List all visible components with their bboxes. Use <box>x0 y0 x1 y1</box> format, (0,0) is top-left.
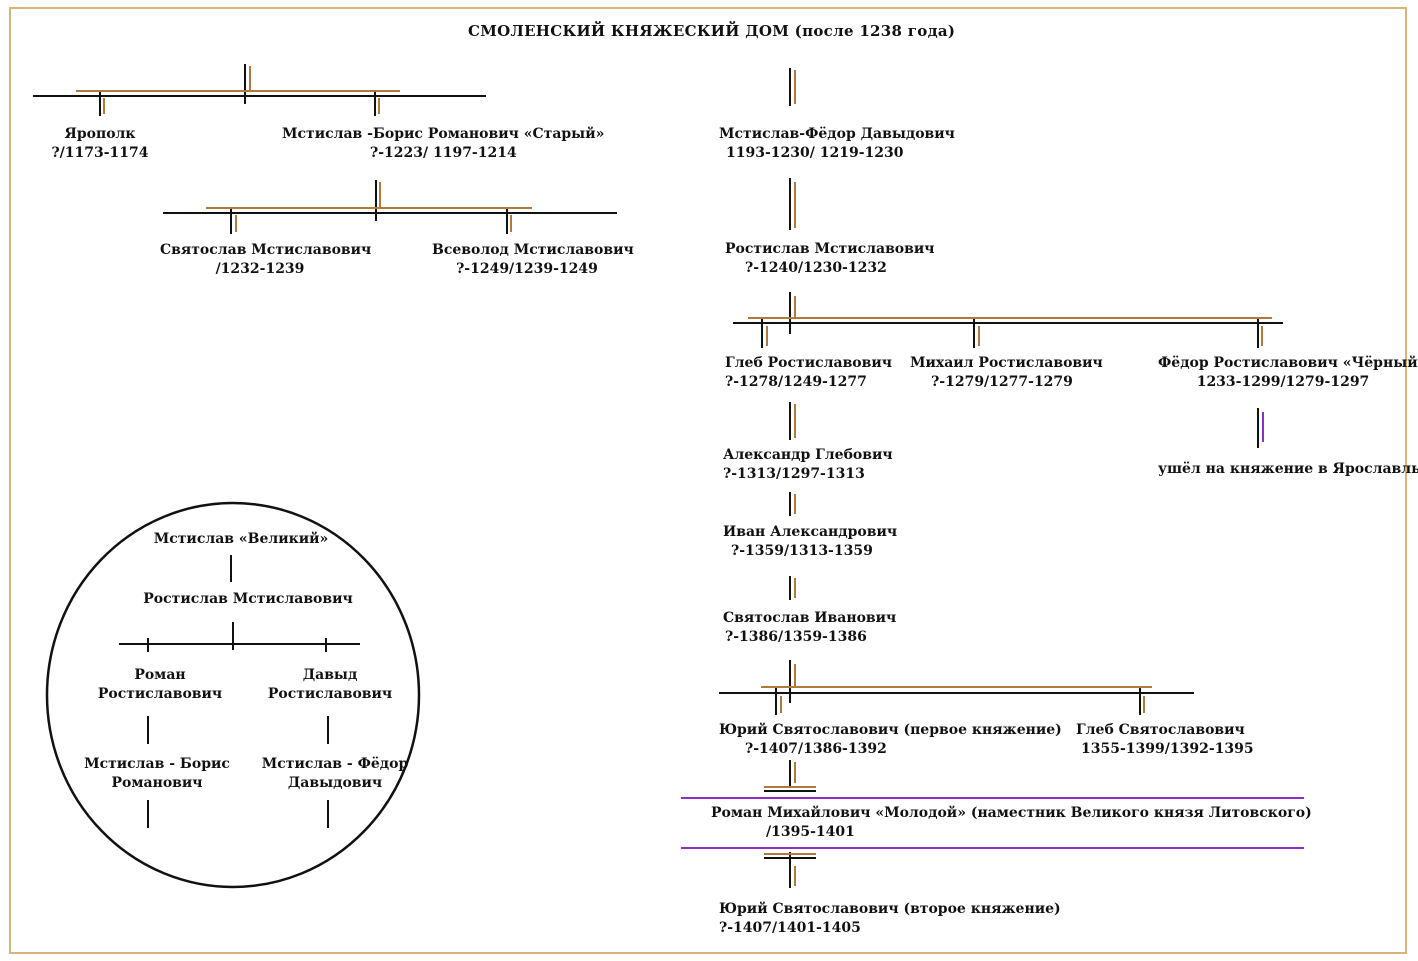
circle-david-line2: Ростиславович <box>267 686 393 702</box>
page-frame <box>9 7 1407 954</box>
person-dates: ?-1223/ 1197-1214 <box>370 145 517 161</box>
fyodor-note: ушёл на княжение в Ярославль <box>1158 461 1418 477</box>
person-dates: /1232-1239 <box>215 261 305 277</box>
person-yaropolk: Ярополк ?/1173-1174 <box>48 125 152 163</box>
circle-roman-line1: Роман <box>134 667 186 683</box>
person-name: Глеб Ростиславович <box>725 355 892 371</box>
person-name: Святослав Иванович <box>723 610 897 626</box>
person-dates: ?-1240/1230-1232 <box>745 260 887 276</box>
person-name: Всеволод Мстиславович <box>432 242 634 258</box>
person-name: Юрий Святославович (второе княжение) <box>719 901 1061 917</box>
person-name: Глеб Святославович <box>1076 722 1245 738</box>
person-dates: ?/1173-1174 <box>51 145 149 161</box>
circle-mstislav-fyodor: Мстислав - Фёдор Давыдович <box>255 755 415 793</box>
circle-roman-line2: Ростиславович <box>97 686 223 702</box>
circle-david-line1: Давыд <box>302 667 358 683</box>
person-roman-mikhailovich: Роман Михайлович «Молодой» (наместник Ве… <box>711 804 1312 842</box>
person-gleb-rostislavovich: Глеб Ростиславович ?-1278/1249-1277 <box>725 354 892 392</box>
person-dates: 1355-1399/1392-1395 <box>1081 741 1254 757</box>
person-name: Мстислав -Борис Романович «Старый» <box>282 126 605 142</box>
person-ivan-alexandrovich: Иван Александрович ?-1359/1313-1359 <box>723 523 897 561</box>
person-dates: 1193-1230/ 1219-1230 <box>726 145 904 161</box>
person-mikhail-rostislavovich: Михаил Ростиславович ?-1279/1277-1279 <box>910 354 1103 392</box>
person-alexander-glebovich: Александр Глебович ?-1313/1297-1313 <box>723 446 893 484</box>
person-name: Мстислав-Фёдор Давыдович <box>719 126 955 142</box>
person-dates: ?-1407/1401-1405 <box>719 920 861 936</box>
person-dates: /1395-1401 <box>766 824 855 840</box>
person-svyatoslav-mstislavovich: Святослав Мстиславович /1232-1239 <box>160 241 372 279</box>
circle-david-rostislavovich: Давыд Ростиславович <box>260 666 400 704</box>
person-mstislav-fyodor: Мстислав-Фёдор Давыдович 1193-1230/ 1219… <box>719 125 955 163</box>
person-dates: ?-1278/1249-1277 <box>725 374 867 390</box>
person-vsevolod-mstislavovich: Всеволод Мстиславович ?-1249/1239-1249 <box>432 241 634 279</box>
person-gleb-svyatoslavovich: Глеб Святославович 1355-1399/1392-1395 <box>1076 721 1254 759</box>
person-rostislav-mstislavovich: Ростислав Мстиславович ?-1240/1230-1232 <box>725 240 935 278</box>
circle-mstislav-great: Мстислав «Великий» <box>153 531 329 547</box>
circle-mstislav-boris: Мстислав - Борис Романович <box>77 755 237 793</box>
person-name: Юрий Святославович (первое княжение) <box>719 722 1062 738</box>
person-yuri-second: Юрий Святославович (второе княжение) ?-1… <box>719 900 1061 938</box>
person-dates: ?-1279/1277-1279 <box>931 374 1073 390</box>
person-dates: ?-1386/1359-1386 <box>725 629 867 645</box>
page-title: СМОЛЕНСКИЙ КНЯЖЕСКИЙ ДОМ (после 1238 год… <box>468 22 956 40</box>
person-name: Михаил Ростиславович <box>910 355 1103 371</box>
person-yuri-first: Юрий Святославович (первое княжение) ?-1… <box>719 721 1062 759</box>
person-fyodor-rostislavovich: Фёдор Ростиславович «Чёрный» 1233-1299/1… <box>1158 354 1418 392</box>
circle-rostislav: Ростислав Мстиславович <box>143 591 353 607</box>
circle-mf-line1: Мстислав - Фёдор <box>261 756 409 772</box>
person-dates: ?-1407/1386-1392 <box>745 741 887 757</box>
circle-roman-rostislavovich: Роман Ростиславович <box>90 666 230 704</box>
circle-mb-line2: Романович <box>111 775 203 791</box>
person-dates: 1233-1299/1279-1297 <box>1196 374 1370 390</box>
person-name: Александр Глебович <box>723 447 893 463</box>
person-name: Фёдор Ростиславович «Чёрный» <box>1158 355 1418 371</box>
person-dates: ?-1249/1239-1249 <box>456 261 598 277</box>
person-name: Иван Александрович <box>723 524 898 540</box>
person-svyatoslav-ivanovich: Святослав Иванович ?-1386/1359-1386 <box>723 609 896 647</box>
circle-mb-line1: Мстислав - Борис <box>84 756 230 772</box>
person-name: Ярополк <box>64 126 136 142</box>
person-dates: ?-1313/1297-1313 <box>723 466 865 482</box>
person-name: Роман Михайлович «Молодой» (наместник Ве… <box>711 805 1312 821</box>
circle-mf-line2: Давыдович <box>287 775 383 791</box>
person-name: Святослав Мстиславович <box>160 242 372 258</box>
person-name: Ростислав Мстиславович <box>725 241 935 257</box>
person-dates: ?-1359/1313-1359 <box>731 543 873 559</box>
person-mstislav-boris: Мстислав -Борис Романович «Старый» ?-122… <box>282 125 604 163</box>
